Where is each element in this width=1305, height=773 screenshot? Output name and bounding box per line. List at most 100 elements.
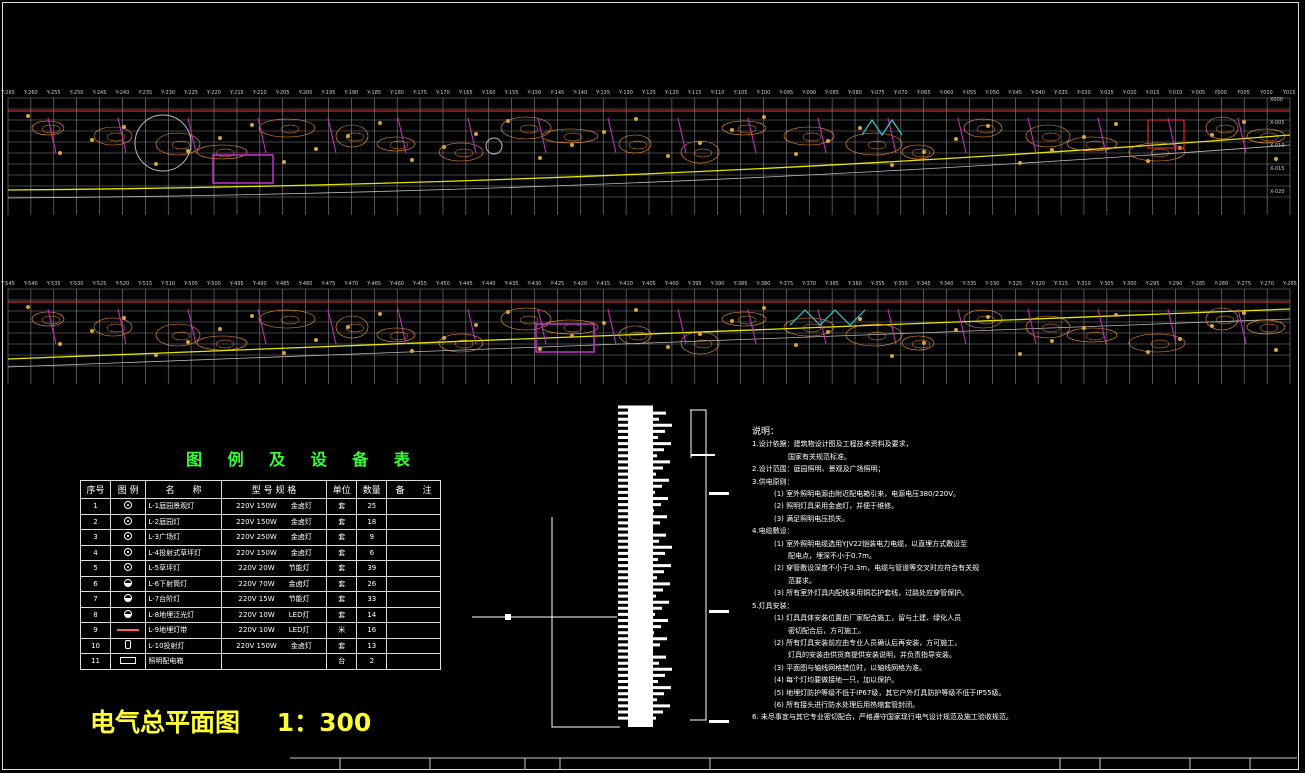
lower-cable [1237, 308, 1247, 345]
notes-line: (1) 灯具具体安装位置由厂家配合施工，留与土建、绿化人员 [774, 614, 962, 623]
legend-unit: 套 [326, 560, 358, 577]
legend-no: 8 [79, 606, 112, 623]
lower-axis-label: Y-420 [572, 281, 587, 287]
legend-no: 1 [79, 498, 112, 515]
upper-axis-label: Y-260 [23, 90, 38, 96]
upper-kerb [7, 144, 1291, 199]
lower-light-fixture [442, 336, 446, 340]
lower-axis-label: Y-415 [595, 281, 610, 287]
cyan-path [789, 309, 866, 326]
upper-contour [171, 140, 191, 150]
lower-contour [845, 323, 903, 347]
circle-cross-icon [124, 563, 133, 572]
lower-contour [802, 323, 822, 333]
lower-axis-label: Y-435 [504, 281, 519, 287]
upper-light-fixture [986, 124, 990, 128]
upper-cable [327, 117, 337, 154]
upper-contour [976, 124, 996, 134]
lower-axis-label: Y-480 [298, 281, 313, 287]
upper-contour [693, 148, 713, 158]
upper-contour [31, 120, 65, 136]
legend-unit: 套 [326, 591, 358, 608]
upper-axis-label: Y-215 [229, 90, 244, 96]
notes-line: (1) 室外照明电源由附近配电箱引来，电源电压380/220V。 [774, 490, 961, 499]
lower-light-fixture [602, 321, 606, 325]
row-axis-label: X-010 [1270, 143, 1285, 149]
notes-line: 4.电缆敷设： [752, 527, 794, 536]
upper-axis-label: Y-250 [69, 90, 84, 96]
lower-contour [500, 307, 552, 331]
lower-contour [563, 323, 583, 333]
lower-axis-label: Y-360 [847, 281, 862, 287]
lower-cable [1097, 308, 1107, 345]
legend-qty: 33 [356, 591, 388, 608]
upper-axis-label: Y-070 [893, 90, 908, 96]
lower-contour [345, 323, 365, 333]
legend-remark [386, 575, 441, 592]
legend-unit: 套 [326, 498, 358, 515]
legend-qty: 25 [356, 498, 388, 515]
lower-axis-label: Y-385 [733, 281, 748, 287]
lower-contour [106, 323, 126, 333]
legend-icon [110, 591, 147, 608]
legend-header-cell: 备 注 [386, 480, 441, 499]
lower-contour [618, 325, 652, 345]
legend-icon [110, 529, 147, 546]
legend-header-row: 序号图 例名 称型 号 规 格单位数量备 注 [79, 480, 441, 499]
lower-axis-label: Y-350 [893, 281, 908, 287]
upper-light-fixture [506, 119, 510, 123]
lower-axis-label: Y-370 [801, 281, 816, 287]
upper-light-fixture [410, 158, 414, 162]
upper-light-fixture [1114, 122, 1118, 126]
upper-cable [957, 117, 967, 154]
drawing-scale: 1：300 [276, 708, 372, 737]
upper-axis-label: Y-060 [939, 90, 954, 96]
main-feeder [551, 517, 620, 728]
upper-axis-label: Y000 [1213, 90, 1227, 96]
legend-name: L-5草坪灯 [145, 560, 222, 577]
lower-light-fixture [122, 316, 126, 320]
lower-cable [117, 308, 127, 345]
upper-cable [817, 117, 827, 154]
upper-axis-label: Y-160 [481, 90, 496, 96]
upper-cable [607, 117, 617, 154]
upper-contour [737, 124, 757, 134]
upper-contour [280, 124, 300, 134]
upper-axis-label: Y-050 [984, 90, 999, 96]
legend-no: 7 [79, 591, 112, 608]
upper-cable [537, 117, 547, 154]
upper-cable [1027, 117, 1037, 154]
legend-name: L-10投射灯 [145, 637, 222, 654]
upper-light-fixture [250, 123, 254, 127]
group-bar [709, 720, 729, 723]
upper-light-fixture [378, 121, 382, 125]
cyan-path [861, 118, 903, 137]
lower-axis-label: Y-465 [366, 281, 381, 287]
upper-light-fixture [1146, 159, 1150, 163]
lower-cable [537, 308, 547, 345]
round-plaza [134, 114, 192, 172]
legend-header-cell: 单位 [326, 480, 358, 499]
lower-light-fixture [666, 345, 670, 349]
upper-axis-label: Y-240 [114, 90, 129, 96]
lower-contour [196, 335, 248, 351]
main-breaker [505, 614, 511, 620]
legend-qty: 13 [356, 637, 388, 654]
lower-contour [376, 327, 416, 343]
circle-dot-icon [124, 516, 133, 525]
lower-axis-label: Y-510 [160, 281, 175, 287]
upper-light-fixture [890, 163, 894, 167]
lower-axis-label: Y-395 [687, 281, 702, 287]
upper-light-fixture [666, 154, 670, 158]
lower-contour [1041, 323, 1061, 333]
lower-light-fixture [954, 328, 958, 332]
lower-cable [957, 308, 967, 345]
upper-axis-label: Y-110 [710, 90, 725, 96]
upper-contour [500, 116, 552, 140]
legend-header-cell: 名 称 [145, 480, 222, 499]
lower-contour [693, 339, 713, 349]
lower-light-fixture [826, 330, 830, 334]
legend-remark [386, 513, 441, 530]
